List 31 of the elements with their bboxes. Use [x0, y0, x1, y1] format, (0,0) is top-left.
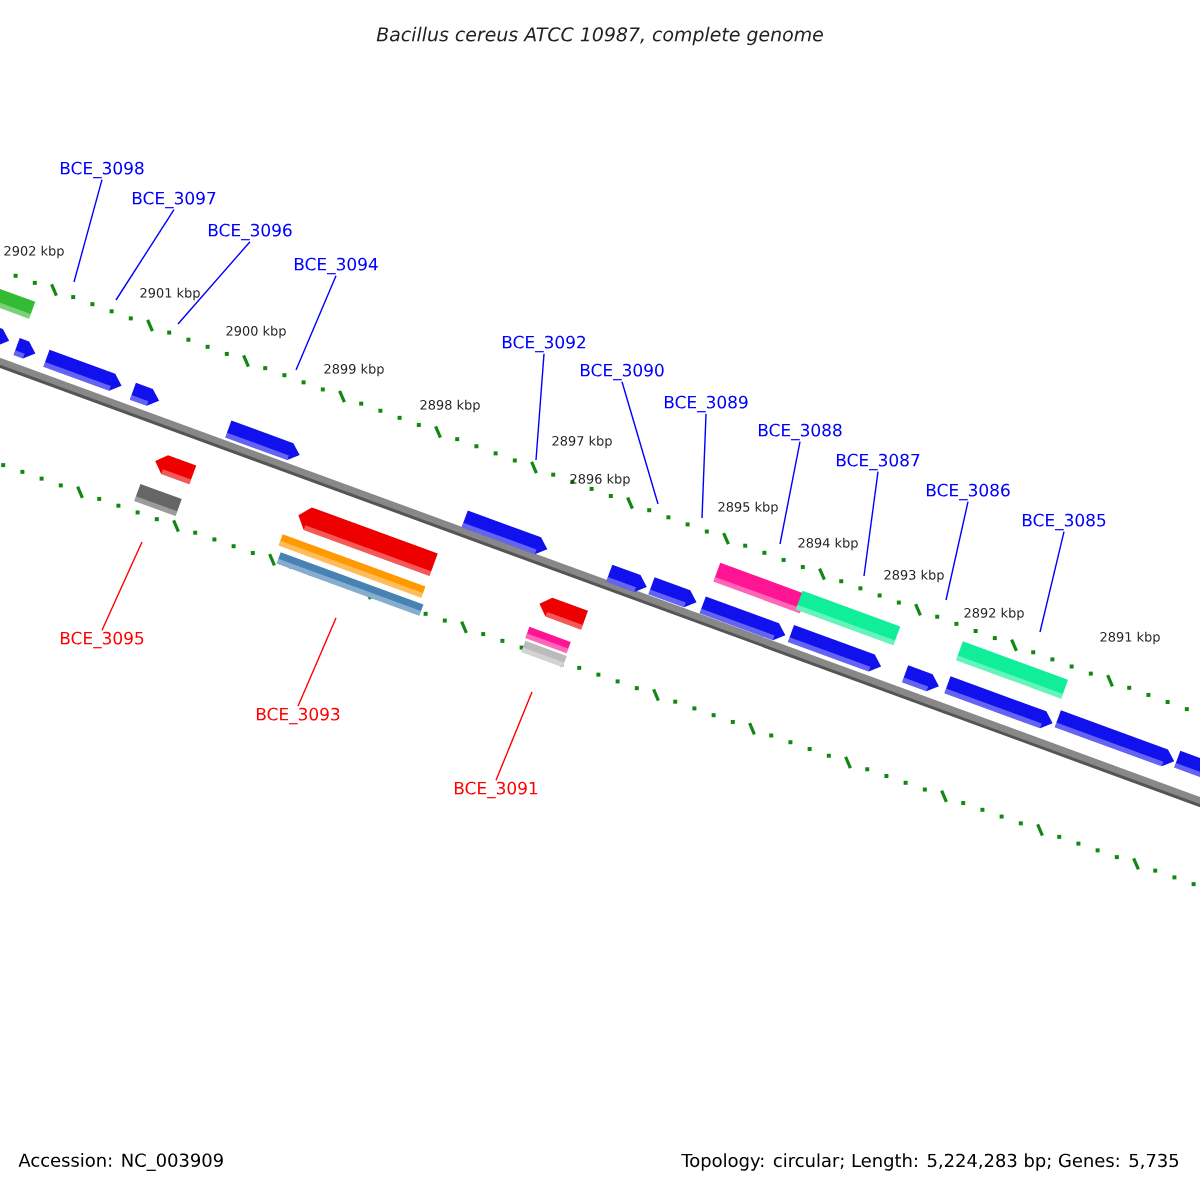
leader-line — [621, 381, 659, 505]
title: Bacillus cereus ATCC 10987, complete genome — [376, 26, 823, 46]
gene-label: BCE_3098 — [60, 161, 144, 179]
leader-line — [863, 471, 879, 577]
gene-label: BCE_3095 — [60, 631, 144, 649]
gene-label: BCE_3090 — [580, 363, 664, 381]
gene-label: BCE_3091 — [454, 781, 538, 799]
gene-label: BCE_3093 — [256, 707, 340, 725]
leader-line — [701, 413, 707, 519]
leader-line — [101, 541, 143, 632]
leader-line — [535, 353, 545, 461]
gene-label: BCE_3087 — [836, 453, 920, 471]
gene-label: BCE_3086 — [926, 483, 1010, 501]
leader-line — [945, 501, 969, 601]
gene-label: BCE_3097 — [132, 191, 216, 209]
leader-line — [115, 209, 175, 301]
leader-line — [779, 441, 801, 545]
leader-line — [495, 691, 533, 782]
gene-label: BCE_3085 — [1022, 513, 1106, 531]
leader-line — [1039, 530, 1065, 633]
gene-label: BCE_3096 — [208, 223, 292, 241]
gene-label: BCE_3089 — [664, 395, 748, 413]
gene-label: BCE_3094 — [294, 257, 378, 275]
leader-line — [177, 241, 251, 325]
leader-line — [73, 178, 103, 283]
gene-label: BCE_3092 — [502, 335, 586, 353]
leader-line — [295, 275, 337, 371]
genome-summary-text: Topology: circular; Length: 5,224,283 bp; Genes: 5,735 — [681, 1153, 1179, 1171]
accession-text: Accession: NC_003909 — [18, 1153, 223, 1171]
leader-line — [297, 617, 337, 708]
gene-label: BCE_3088 — [758, 423, 842, 441]
